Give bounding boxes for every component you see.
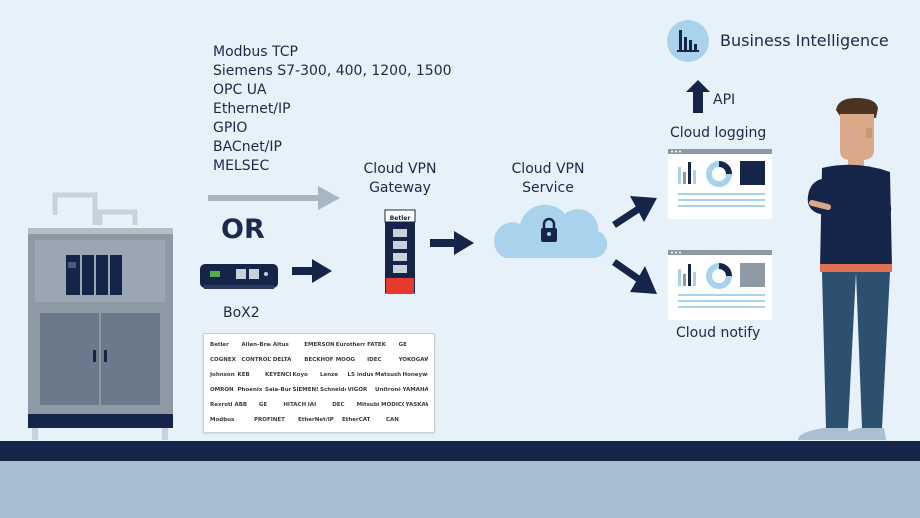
box2-device-icon: [200, 264, 278, 289]
brand-logo: EMERSON: [304, 342, 334, 348]
brand-logo: Unitronics: [375, 387, 401, 393]
brand-logo: SIEMENS: [292, 387, 319, 393]
notify-arrow-icon: [612, 259, 657, 294]
api-label: API: [713, 92, 736, 108]
brand-logos-panel: Betler Allen-BradleyAltus EMERSONEurotherm…: [203, 333, 435, 433]
brand-logo: YASKAWA: [405, 402, 428, 408]
api-arrow-icon: [686, 80, 710, 113]
cloud-logging-label: Cloud logging: [670, 125, 767, 141]
brand-logo: GE: [258, 402, 268, 408]
brand-logo: KEYENCE: [265, 372, 291, 378]
brand-logo: KEB: [237, 372, 250, 378]
industrial-machine-icon: [28, 192, 173, 440]
brand-logo: Koyo: [292, 372, 308, 378]
gateway-label-line: Gateway: [369, 180, 431, 196]
brand-logo: CONTROLTECHNIQUES: [241, 357, 271, 363]
brand-logo: Modbus: [210, 417, 235, 423]
protocol-item: GPIO: [213, 120, 248, 136]
protocol-list: Modbus TCP Siemens S7-300, 400, 1200, 15…: [213, 43, 452, 176]
brand-logo: BECKHOFF: [304, 357, 334, 363]
brand-logo: LS industrial: [347, 372, 374, 378]
protocol-item: BACnet/IP: [213, 139, 282, 155]
service-label-line: Cloud VPN: [511, 161, 585, 177]
service-label: Cloud VPN Service: [508, 160, 588, 198]
brand-logo: MODICON: [381, 402, 403, 408]
logging-arrow-icon: [612, 196, 657, 228]
or-label: OR: [221, 214, 265, 245]
brand-logo: OMRON: [210, 387, 234, 393]
brand-logo: YOKOGAWA: [398, 357, 428, 363]
gateway-brand-label: Betler: [390, 215, 411, 222]
cloud-logging-dashboard-icon: [668, 149, 772, 219]
brand-logo: Mitsubishi: [356, 402, 380, 408]
protocol-item: MELSEC: [213, 158, 270, 174]
brand-logo: Schneider Electric: [320, 387, 346, 393]
brand-logo: ABB: [234, 402, 248, 408]
cloud-notify-dashboard-icon: [668, 250, 772, 320]
box2-label: BoX2: [223, 305, 260, 321]
business-intelligence-icon: [667, 20, 709, 62]
cloud-notify-label: Cloud notify: [676, 325, 761, 341]
brand-logo: DEC: [332, 402, 345, 408]
brand-logo: Lenze: [320, 372, 339, 378]
brand-logo: HITACHI: [283, 402, 306, 408]
box2-arrow-icon: [292, 259, 332, 283]
brand-logo: FATEK: [367, 342, 386, 348]
brand-logo: Phoenix: [237, 387, 263, 393]
brand-logo: Rexroth Bosch Group: [210, 402, 233, 408]
brand-logo: IAI: [307, 402, 317, 408]
protocol-item: Ethernet/IP: [213, 101, 291, 117]
brand-logo: VIGOR: [347, 387, 368, 393]
floor-bar: [0, 441, 920, 461]
brand-logo: Honeywell: [402, 372, 429, 378]
brand-logo: COGNEX: [210, 357, 236, 363]
brand-logo: Betler: [210, 342, 229, 348]
brand-logo: Matsushita: [375, 372, 401, 378]
brand-logo: EtherNet/IP: [298, 417, 334, 423]
gateway-arrow-icon: [430, 231, 474, 255]
brand-logo: IDEC: [367, 357, 382, 363]
brand-logo: Altus: [272, 342, 289, 348]
ground-area: [0, 461, 920, 518]
brand-logo: DELTA: [272, 357, 292, 363]
gateway-label: Cloud VPN Gateway: [360, 160, 440, 198]
protocol-item: OPC UA: [213, 82, 267, 98]
cloud-lock-icon: [493, 204, 608, 258]
brand-logo: PROFINET: [254, 417, 285, 423]
brand-logo: Allen-Bradley: [241, 342, 270, 348]
brand-logo: Johnson Controls: [210, 372, 236, 378]
protocol-item: Modbus TCP: [213, 44, 298, 60]
brand-logo: EtherCAT: [342, 417, 371, 423]
business-intelligence-label: Business Intelligence: [720, 31, 889, 50]
brand-logo: CAN: [386, 417, 399, 423]
gateway-label-line: Cloud VPN: [363, 161, 437, 177]
person-illustration: [798, 98, 892, 440]
vpn-gateway-device-icon: [384, 209, 416, 294]
brand-logo: YAMAHA: [402, 387, 429, 393]
brand-logo: GE: [398, 342, 407, 348]
brand-logo: MOOG: [335, 357, 356, 363]
protocol-arrow-icon: [208, 186, 340, 210]
service-label-line: Service: [522, 180, 574, 196]
brand-logo: Saia-Burgess: [265, 387, 291, 393]
brand-logo: Eurotherm: [335, 342, 365, 348]
protocol-item: Siemens S7-300, 400, 1200, 1500: [213, 63, 452, 79]
